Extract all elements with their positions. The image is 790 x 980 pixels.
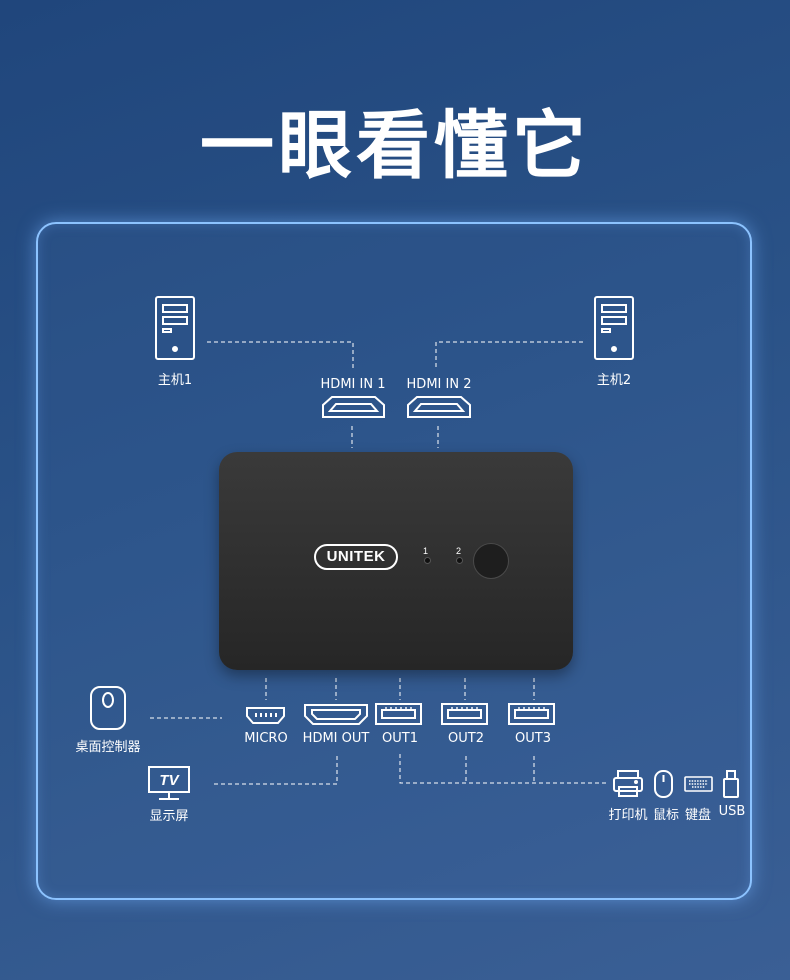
hdmi-port-icon <box>322 396 385 418</box>
hdmi-port-icon <box>304 704 368 725</box>
usb-stick-icon <box>723 770 739 798</box>
printer-icon <box>613 770 643 797</box>
host1-label: 主机1 <box>157 373 193 388</box>
page-title: 一眼看懂它 <box>200 103 590 189</box>
display-label: 显示屏 <box>149 809 189 824</box>
hdmi-port-icon <box>407 396 471 418</box>
mouse-icon <box>654 770 673 798</box>
tv-label: TV <box>159 772 180 789</box>
display-connector <box>214 756 338 785</box>
led-1-label: 1 <box>423 546 429 556</box>
out3-label: OUT3 <box>515 731 551 746</box>
usb-port-icon <box>508 703 555 725</box>
tv-display-icon <box>148 766 190 800</box>
usb-bus-connector <box>399 754 608 784</box>
led-1-indicator <box>424 557 431 564</box>
keyboard-icon <box>684 776 713 792</box>
brand-logo: UNITEK <box>314 544 398 570</box>
host2-connector <box>435 341 583 368</box>
micro-usb-port-icon <box>246 707 285 724</box>
switch-button[interactable] <box>473 543 509 579</box>
desktop-controller-label: 桌面控制器 <box>75 740 141 755</box>
dashed-connectors <box>150 341 608 785</box>
hdmi-in-1-label: HDMI IN 1 <box>320 377 386 392</box>
out1-label: OUT1 <box>382 731 418 746</box>
keyboard-label: 键盘 <box>684 808 712 823</box>
hdmi-in-2-label: HDMI IN 2 <box>406 377 472 392</box>
led-2-indicator <box>456 557 463 564</box>
mouse-label: 鼠标 <box>652 808 680 823</box>
usb-label: USB <box>718 804 746 819</box>
hdmi-out-label: HDMI OUT <box>302 731 370 746</box>
kvm-switch-device: UNITEK 1 2 <box>219 452 573 670</box>
computer-tower-icon <box>594 296 634 360</box>
computer-tower-icon <box>155 296 195 360</box>
host1-connector <box>207 341 354 368</box>
usb-port-icon <box>375 703 422 725</box>
host2-label: 主机2 <box>596 373 632 388</box>
led-2-label: 2 <box>456 546 462 556</box>
micro-port-label: MICRO <box>244 731 288 746</box>
usb-port-icon <box>441 703 488 725</box>
desktop-controller-icon <box>90 686 126 730</box>
printer-label: 打印机 <box>608 808 648 823</box>
out2-label: OUT2 <box>448 731 484 746</box>
